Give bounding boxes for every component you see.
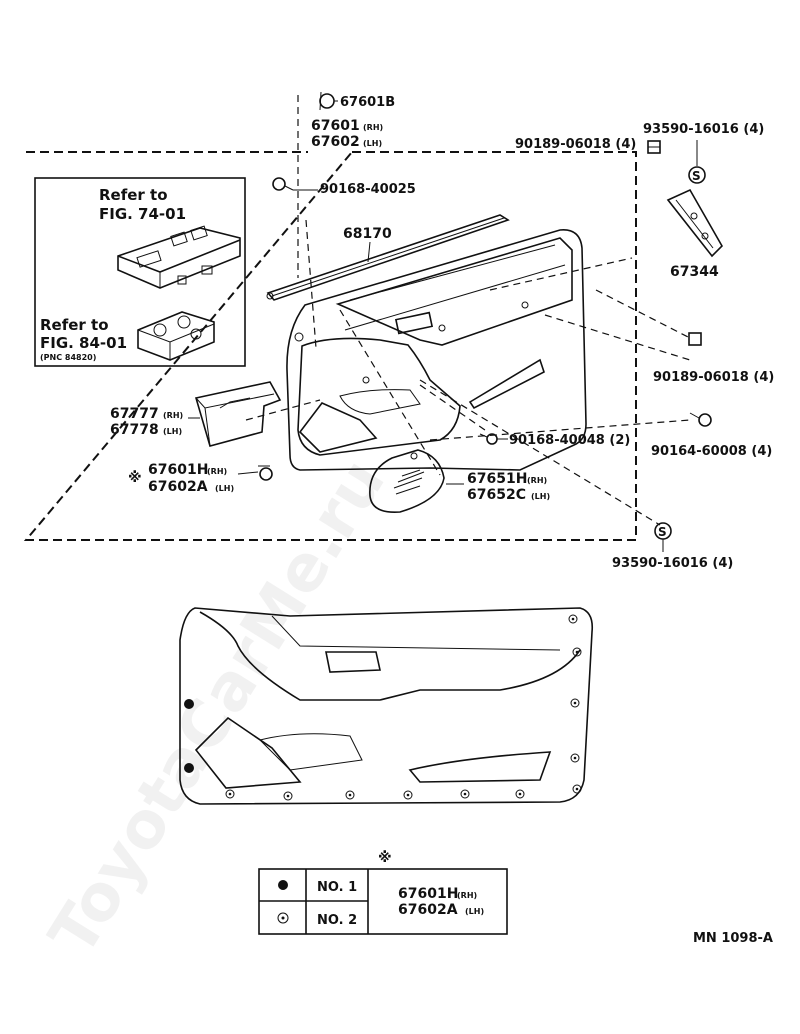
legend-part-rh: 67601H [398,886,458,902]
screw-90168-40025-icon [272,177,294,191]
bolt-90164-icon [689,412,712,427]
screw-93590-top-icon: S [688,166,706,184]
legend-no2-label: NO. 2 [317,913,357,928]
switch-base-icon [137,311,215,361]
label-67778-lh: 67778 [110,422,159,438]
label-67601-rh-sub: (RH) [363,123,383,132]
label-90189-top: 90189-06018 (4) [515,137,636,152]
door-trim-rear-view-icon [179,607,594,805]
label-67777-rh: 67777 [110,406,159,422]
refer-box [34,177,246,367]
label-67601h-sub: (RH) [207,467,227,476]
clip-67601b-icon [319,91,338,111]
legend-part-lh: 67602A [398,902,458,918]
label-67651h: 67651H [467,471,527,487]
refer-74-line2: FIG. 74-01 [99,205,186,223]
legend-part-rh-sub: (RH) [457,891,477,900]
label-67344: 67344 [670,264,719,280]
label-68170: 68170 [343,226,392,242]
refer-84-line1: Refer to [40,316,109,334]
label-ref-mark-clip: ※ [128,470,142,486]
screw-symbol-top: S [692,169,701,183]
speaker-grille-icon [369,449,445,513]
label-67602a-sub: (LH) [215,484,234,493]
label-67778-lh-sub: (LH) [163,427,182,436]
refer-74-line1: Refer to [99,186,168,204]
label-67601h: 67601H [148,462,208,478]
refer-84-pnc: (PNC 84820) [40,353,96,362]
nut-90189-right-icon [688,332,702,346]
label-90189-right: 90189-06018 (4) [653,370,774,385]
label-67652c: 67652C [467,487,526,503]
legend-part-lh-sub: (LH) [465,907,484,916]
clip-no1-markers [184,699,194,773]
handle-67344-icon [666,188,723,258]
screw-90168-40048-icon [479,433,498,445]
label-67601b: 67601B [340,95,395,110]
nut-90189-top-icon [647,140,661,154]
assembly-boundary [23,151,637,541]
label-90164: 90164-60008 (4) [651,444,772,459]
label-67602-lh-sub: (LH) [363,139,382,148]
door-trim-panel-icon [286,229,587,471]
label-93590-bottom: 93590-16016 (4) [612,556,733,571]
screw-symbol-bottom: S [658,525,667,539]
label-67601-rh: 67601 [311,118,360,134]
clip-no2-markers [225,614,582,801]
label-67651h-sub: (RH) [527,476,547,485]
label-67602-lh: 67602 [311,134,360,150]
legend-no1-symbol [278,880,288,890]
label-67652c-sub: (LH) [531,492,550,501]
label-90168-40048: 90168-40048 (2) [509,433,630,448]
label-93590-top: 93590-16016 (4) [643,122,764,137]
label-90168-40025: 90168-40025 [320,182,416,197]
label-67777-rh-sub: (RH) [163,411,183,420]
legend-reference-mark: ※ [378,850,392,866]
refer-84-line2: FIG. 84-01 [40,334,127,352]
clip-67601h-icon [258,465,273,481]
diagram-code: MN 1098-A [693,931,773,946]
label-67602a: 67602A [148,479,208,495]
window-switch-assembly-icon [117,225,241,289]
door-pocket-icon [194,381,282,447]
legend-table [258,868,508,935]
screw-93590-bottom-icon: S [654,522,672,540]
legend-no2-symbol [277,912,289,924]
legend-no1-label: NO. 1 [317,880,357,895]
